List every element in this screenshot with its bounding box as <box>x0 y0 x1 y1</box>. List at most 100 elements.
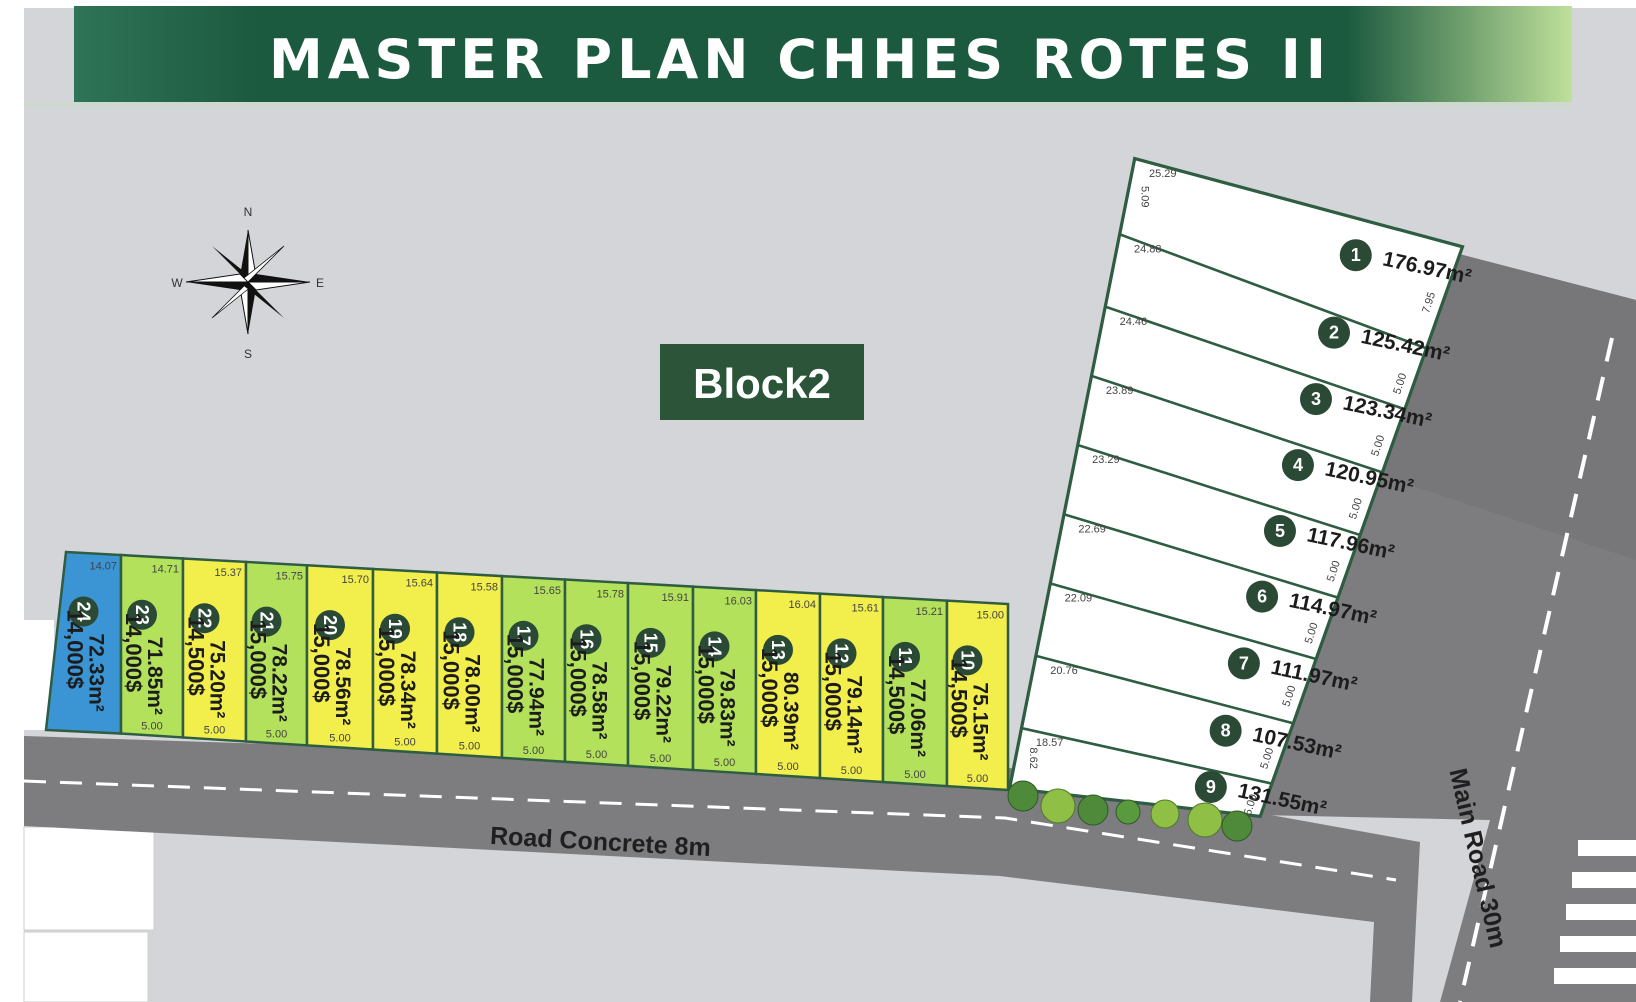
lot-width: 5.00 <box>650 753 671 765</box>
compass-rose: N S E W <box>171 205 324 361</box>
lot-number: 7 <box>1239 653 1249 673</box>
lot-number-badge <box>1299 383 1332 416</box>
lot-price: 15,000$ <box>757 648 782 728</box>
trees-row <box>1007 780 1253 842</box>
lot-area: 72.33m² <box>85 634 108 712</box>
lot-price: 15,000$ <box>374 627 399 707</box>
lot-depth: 23.89 <box>1106 385 1134 397</box>
lot-number-badge <box>127 599 157 630</box>
neighbor-parcel-3 <box>23 931 149 1002</box>
lot-number: 5 <box>1275 521 1285 541</box>
lot-number: 3 <box>1311 389 1321 409</box>
lot-area: 80.39m² <box>779 672 802 750</box>
lot-number: 8 <box>1221 721 1231 741</box>
lot-price: 15,000$ <box>694 644 719 724</box>
road-centerline <box>23 779 1397 882</box>
lot-depth: 15.21 <box>915 606 943 618</box>
lot-side: 8.62 <box>1027 747 1039 768</box>
lot-number-badge <box>1339 239 1372 272</box>
lot-depth: 15.78 <box>596 588 624 600</box>
lot-depth: 15.64 <box>405 578 433 590</box>
lot-number-badge <box>826 638 857 669</box>
lot-area: 78.00m² <box>461 654 484 732</box>
compass-west: W <box>171 276 183 290</box>
lot-number-badge <box>315 610 345 641</box>
lot-price: 15,000$ <box>630 641 655 721</box>
lot-number-badge <box>444 617 475 648</box>
lot-price: 15,000$ <box>503 634 528 714</box>
lot-depth: 22.69 <box>1078 523 1106 535</box>
lot-number: 9 <box>1206 777 1216 797</box>
lot-area: 71.85m² <box>143 637 166 715</box>
lot-area: 79.14m² <box>843 675 866 753</box>
lot-area: 79.83m² <box>716 668 739 746</box>
lot-depth: 16.04 <box>788 599 816 611</box>
lot-price: 15,000$ <box>439 630 464 710</box>
lot-number: 1 <box>1351 245 1361 265</box>
lot-width: 5.00 <box>714 757 735 769</box>
block-label: Block2 <box>693 360 831 407</box>
lot-number: 2 <box>1329 323 1339 343</box>
lot-width: 5.00 <box>394 737 415 749</box>
lot-area: 75.15m² <box>969 682 992 760</box>
lot-depth: 14.71 <box>151 564 179 576</box>
lot-area: 78.22m² <box>268 644 291 722</box>
lot-number-badge <box>1194 770 1227 803</box>
lot-depth: 15.00 <box>976 609 1004 621</box>
lot-number-badge <box>1227 647 1260 680</box>
page-edge-top <box>0 0 1636 8</box>
lot-depth: 14.07 <box>89 561 117 573</box>
lot-depth: 25.29 <box>1149 168 1177 180</box>
lot-depth: 24.46 <box>1120 316 1148 328</box>
lot-price: 14,500$ <box>947 658 972 738</box>
lot-depth: 15.37 <box>214 567 242 579</box>
title-band-underline <box>24 102 1572 108</box>
lot-depth: 20.76 <box>1050 665 1078 677</box>
compass-south: S <box>244 347 252 361</box>
lot-price: 14,500$ <box>184 616 209 696</box>
lot-depth: 15.91 <box>661 592 689 604</box>
lot-number-badge <box>952 645 983 676</box>
lot-number: 22 <box>195 608 215 628</box>
lot-width: 5.00 <box>841 765 862 777</box>
lot-number: 10 <box>958 650 978 670</box>
block-label-bg <box>660 344 864 420</box>
lot-number: 18 <box>450 622 470 642</box>
lot-area: 78.56m² <box>331 647 354 725</box>
neighbor-parcel-2 <box>23 826 155 931</box>
lot-width: 5.00 <box>329 732 350 744</box>
lot-depth: 15.75 <box>275 571 303 583</box>
lot-width: 5.00 <box>523 745 544 757</box>
lot-number-badge <box>763 634 793 665</box>
lot-number: 19 <box>385 619 405 639</box>
lot-price: 14,000$ <box>121 613 146 693</box>
lot-number: 23 <box>132 605 152 625</box>
page-title: MASTER PLAN CHHES ROTES II <box>269 28 1331 91</box>
lot-number: 6 <box>1257 587 1267 607</box>
lot-width: 5.00 <box>967 773 988 785</box>
lot-number: 12 <box>832 643 852 663</box>
main-road-centerline <box>1458 337 1614 1002</box>
lot-number: 17 <box>514 626 534 646</box>
lot-number-badge <box>890 641 920 672</box>
lot-depth: 18.57 <box>1036 737 1064 749</box>
lot-number-badge <box>699 631 730 662</box>
lot-price: 15,000$ <box>309 623 334 703</box>
lot-number-badge <box>1318 316 1351 349</box>
lot-number: 16 <box>577 629 597 649</box>
lot-number: 13 <box>768 640 788 660</box>
lot-price: 14,000$ <box>63 610 88 690</box>
compass-north: N <box>244 205 253 219</box>
lot-number-badge <box>189 603 220 634</box>
lot-depth: 23.29 <box>1092 454 1120 466</box>
lot-area: 75.20m² <box>206 640 229 718</box>
lot-width: 5.00 <box>141 720 162 732</box>
lot-number: 14 <box>705 636 725 656</box>
lot-number-badge <box>1209 714 1242 747</box>
lot-depth: 16.03 <box>724 595 752 607</box>
lot-price: 15,000$ <box>821 651 846 731</box>
lot-depth: 15.58 <box>470 581 498 593</box>
lot-number-badge <box>1246 580 1279 613</box>
